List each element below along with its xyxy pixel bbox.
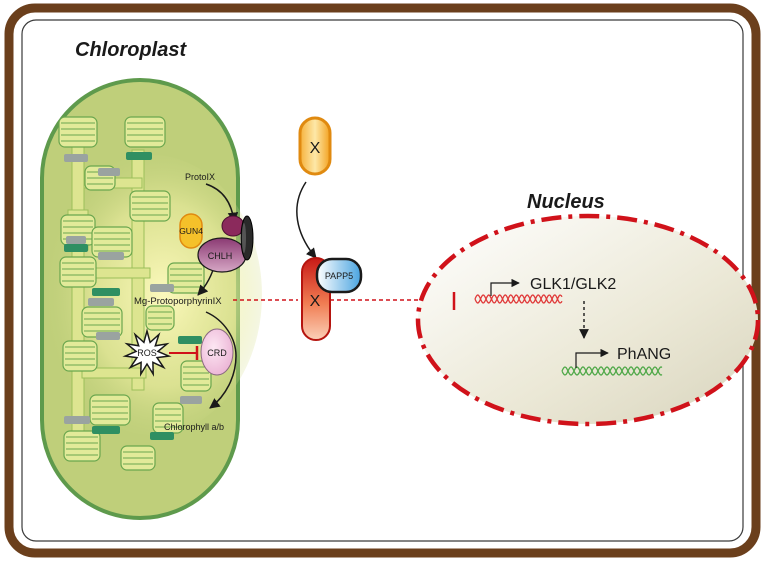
granum-stack: [180, 360, 212, 392]
thylakoid-membrane-cap: [98, 252, 124, 260]
granum-stack: [124, 116, 166, 148]
gun4-protein: [179, 213, 203, 249]
crd-label: CRD: [207, 348, 227, 358]
nucleus-title: Nucleus: [527, 191, 605, 213]
thylakoid-network: [58, 116, 212, 471]
x-translocation-arrow: [296, 181, 317, 259]
phang-promoter-arrow: [575, 348, 609, 368]
granum-stack: [167, 262, 205, 294]
membrane-channel-highlight: [242, 223, 246, 253]
thylakoid-membrane-cap: [150, 284, 174, 292]
glk-gene-dna: [474, 294, 563, 304]
stroma-lamella: [95, 267, 151, 279]
ros-label: ROS: [137, 348, 157, 358]
protein-x-free: [298, 116, 332, 176]
phang-gene-dna: [561, 366, 663, 376]
protoix-label: ProtoIX: [185, 172, 215, 182]
thylakoid-membrane-cap: [64, 416, 90, 424]
thylakoid-membrane-cap: [126, 152, 152, 160]
stroma-lamella: [81, 367, 147, 379]
granum-stack: [129, 190, 171, 222]
nucleus-envelope: [415, 213, 761, 427]
glk-label: GLK1/GLK2: [530, 276, 616, 293]
phang-label: PhANG: [617, 346, 671, 363]
ros-burst: [122, 328, 172, 377]
thylakoid-membrane-cap: [64, 154, 88, 162]
granum-stack: [62, 340, 98, 372]
thylakoid-membrane-cap: [96, 332, 120, 340]
thylakoid-membrane-cap: [150, 432, 174, 440]
papp5-protein: [315, 257, 363, 294]
thylakoid-membrane-cap: [180, 396, 202, 404]
granum-stack: [59, 256, 97, 288]
thylakoid-membrane-cap: [88, 298, 114, 306]
granum-stack: [58, 116, 98, 148]
chlh-label: CHLH: [208, 251, 233, 261]
protein-x-free-label: X: [310, 140, 321, 157]
granum-stack: [63, 430, 101, 462]
mgproto-label: Mg-ProtoporphyrinIX: [134, 296, 222, 307]
chloroplast-title: Chloroplast: [75, 39, 187, 61]
thylakoid-membrane-cap: [92, 426, 120, 434]
gun4-label: GUN4: [179, 226, 203, 236]
granum-stack: [89, 394, 131, 426]
thylakoid-membrane-cap: [178, 336, 202, 344]
papp5-label: PAPP5: [325, 271, 353, 281]
crd-protein: [200, 328, 234, 376]
thylakoid-membrane-cap: [92, 288, 120, 296]
thylakoid-membrane-cap: [64, 244, 88, 252]
thylakoid-membrane-cap: [66, 236, 86, 244]
thylakoid-membrane-cap: [98, 168, 120, 176]
mgproto-to-chlorophyll-arrow: [205, 311, 237, 409]
chlorophyll-label: Chlorophyll a/b: [164, 422, 224, 432]
protein-x-bound-label: X: [310, 293, 321, 310]
glk-promoter-arrow: [490, 278, 520, 296]
